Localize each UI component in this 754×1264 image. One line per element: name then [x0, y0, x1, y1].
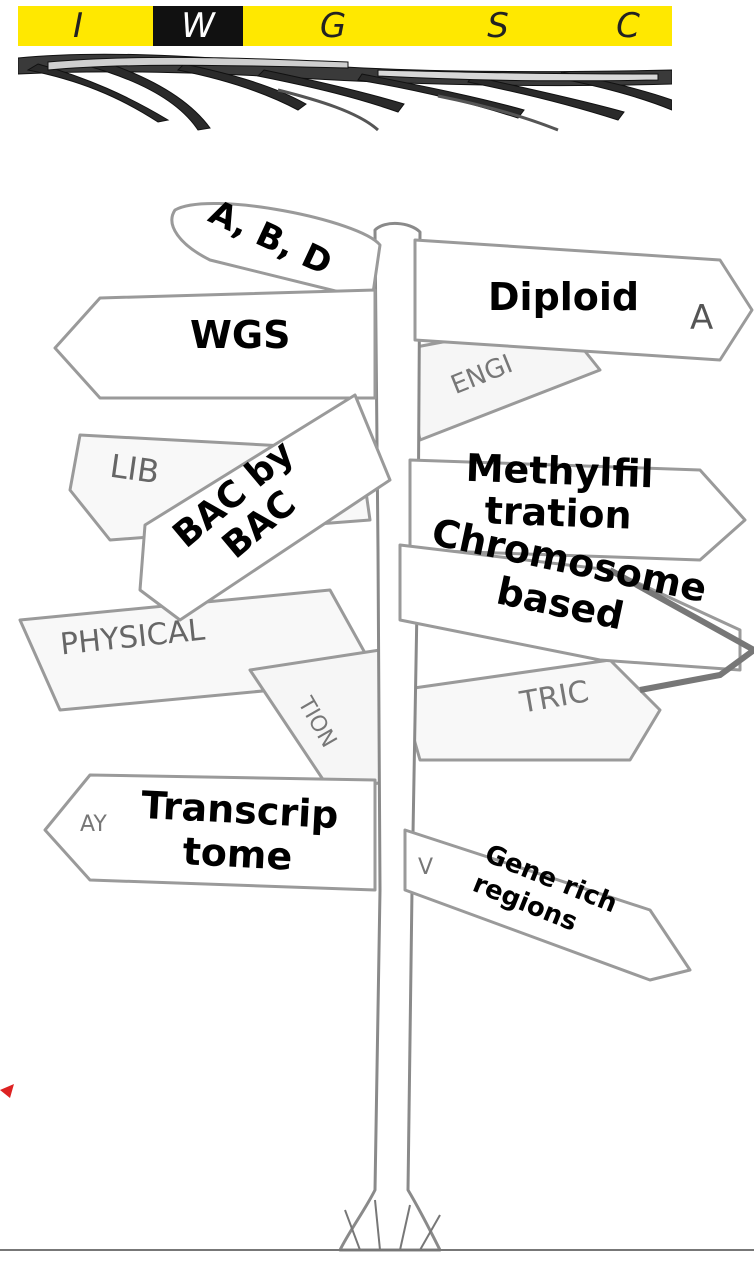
sign-label-wgs: WGS: [190, 313, 290, 357]
sign-label-transcriptome: Transcrip tome: [138, 783, 340, 881]
red-corner-mark: [0, 1084, 14, 1098]
sketch-text-v: V: [418, 855, 433, 880]
sketch-text-ay: AY: [80, 812, 107, 837]
wheat-spike-image: [18, 40, 672, 135]
sketch-text-lib: LIB: [108, 447, 162, 491]
signpost-illustration: A ENGI LIB PHYSICAL TRIC TION AY V A, B,…: [0, 150, 754, 1264]
sign-label-diploid: Diploid: [488, 275, 639, 319]
sketch-text-a-right: A: [690, 298, 713, 338]
signpost-sketch: [0, 150, 754, 1264]
